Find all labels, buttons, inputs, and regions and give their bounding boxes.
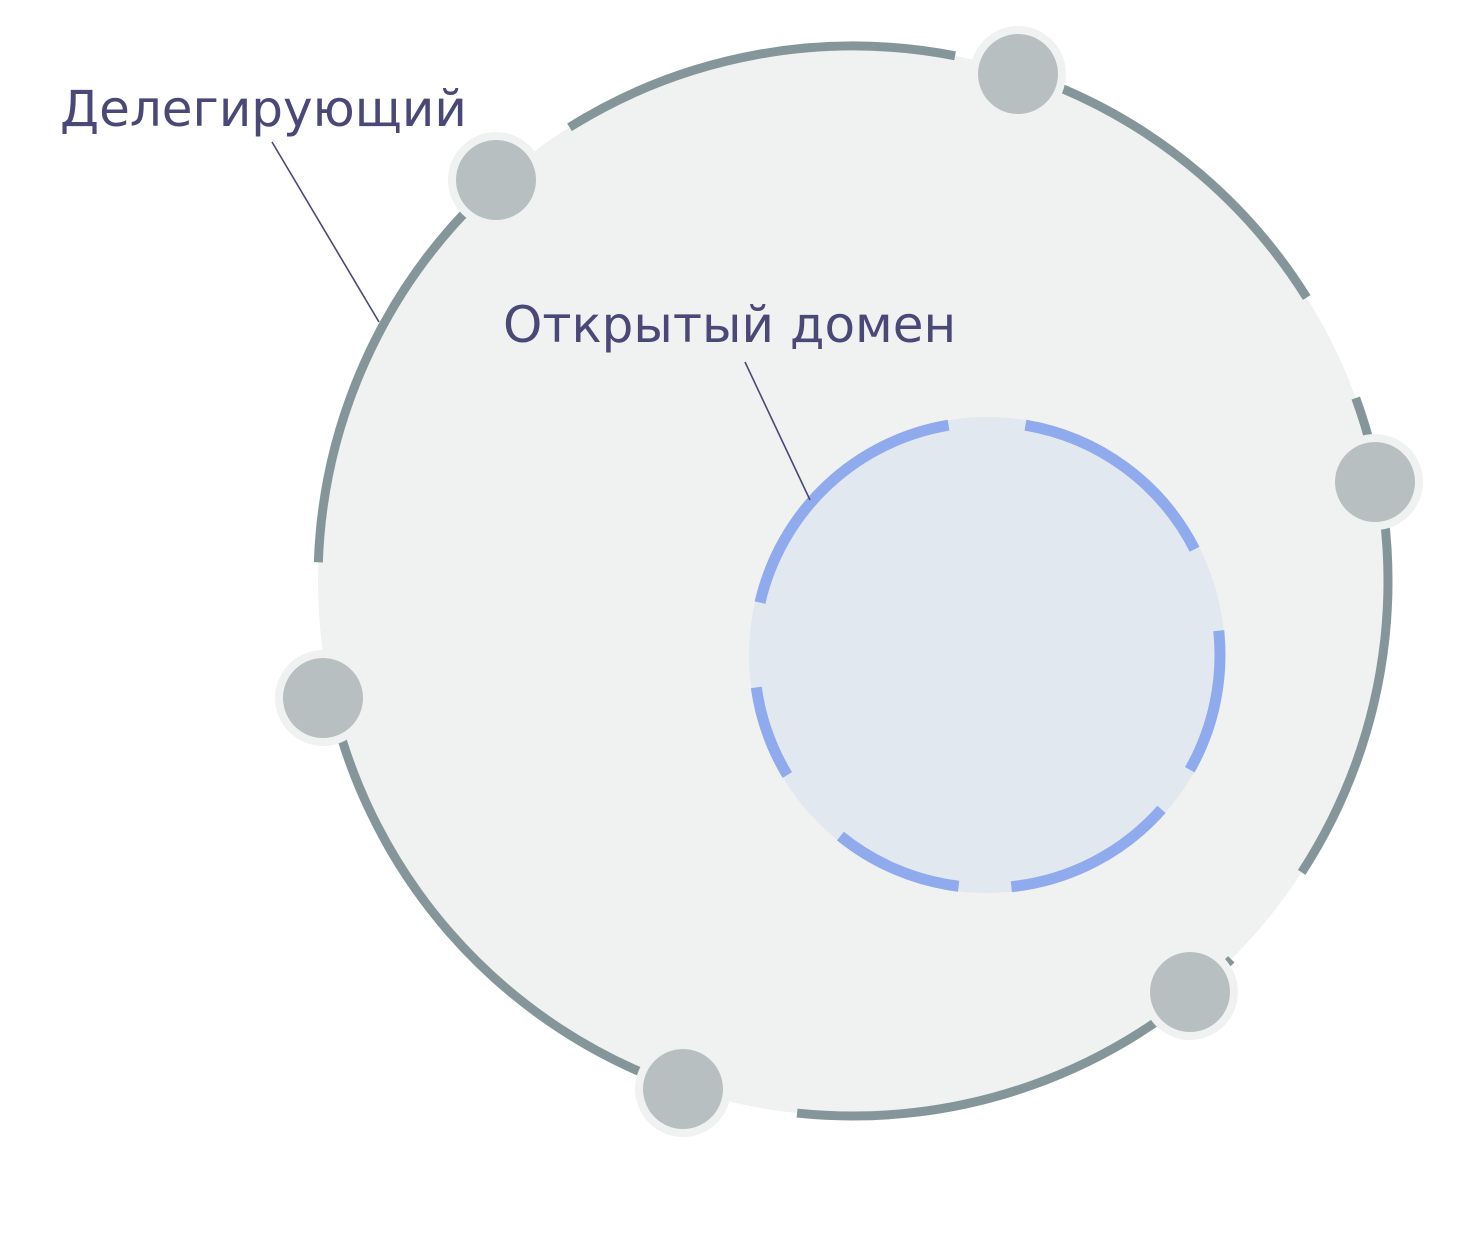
inner-ring-segment bbox=[1185, 630, 1226, 773]
inner-label-leader-line bbox=[744, 361, 811, 501]
inner-domain-ring bbox=[750, 419, 1226, 893]
inner-ring-segment bbox=[750, 686, 793, 778]
inner-domain-fill bbox=[749, 417, 1225, 893]
inner-ring-segment bbox=[1024, 419, 1200, 552]
outer-domain-ring bbox=[313, 41, 1393, 1121]
inner-ring-segment bbox=[836, 831, 960, 892]
outer-node bbox=[978, 34, 1058, 114]
outer-node bbox=[283, 658, 363, 738]
inner-ring-segment bbox=[754, 419, 950, 604]
outer-ring-segment bbox=[567, 41, 956, 132]
outer-node bbox=[1150, 952, 1230, 1032]
outer-node bbox=[643, 1049, 723, 1129]
inner-ring-segment bbox=[1010, 805, 1166, 893]
outer-node bbox=[1335, 442, 1415, 522]
inner-domain-label: Открытый домен bbox=[503, 296, 956, 354]
outer-label-leader-line bbox=[271, 141, 380, 323]
outer-ring-segment bbox=[321, 673, 690, 1095]
outer-node bbox=[456, 140, 536, 220]
outer-ring-segment bbox=[313, 192, 485, 563]
outer-ring-segment bbox=[1060, 84, 1311, 300]
outer-domain-label: Делегирующий bbox=[60, 80, 467, 138]
outer-nodes bbox=[275, 26, 1423, 1137]
